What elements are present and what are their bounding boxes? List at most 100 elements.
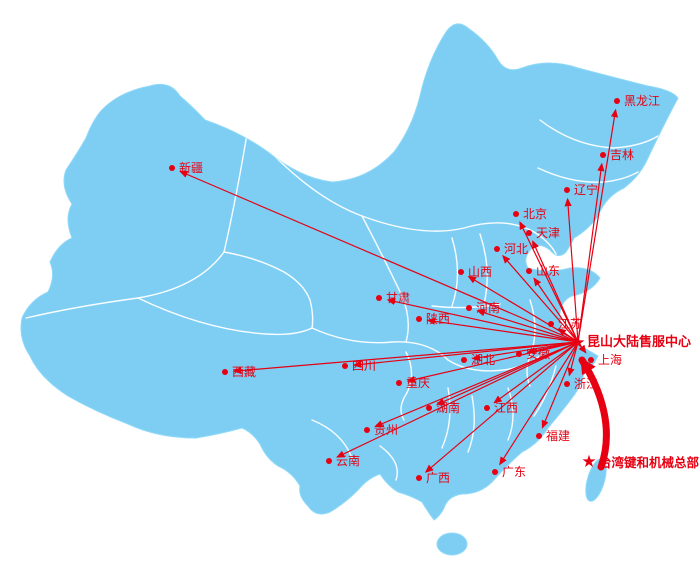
province-dot xyxy=(458,269,464,275)
province-label: 福建 xyxy=(546,428,570,443)
province-label: 吉林 xyxy=(610,148,634,162)
province-label: 广东 xyxy=(502,465,526,479)
hq-star-icon: ★ xyxy=(581,452,596,472)
province-label: 上海 xyxy=(598,352,622,367)
province-dot xyxy=(564,381,570,387)
service-route-arrow xyxy=(406,341,579,383)
location-markers xyxy=(169,98,620,481)
province-border-line xyxy=(251,131,557,255)
service-route-arrow xyxy=(232,341,579,375)
province-dot xyxy=(396,380,402,386)
service-route-arrow xyxy=(424,341,579,473)
province-dot xyxy=(416,475,422,481)
service-route-arrow xyxy=(532,240,579,343)
province-dot xyxy=(516,351,522,357)
province-label: 浙江 xyxy=(574,377,598,391)
service-route-arrow xyxy=(471,341,579,362)
province-label: 辽宁 xyxy=(574,182,598,197)
province-border-line xyxy=(431,303,501,309)
province-dot xyxy=(492,469,498,475)
province-dot xyxy=(416,316,422,322)
province-label: 天津 xyxy=(536,226,560,240)
service-route-arrow xyxy=(577,341,587,354)
province-borders xyxy=(25,119,659,481)
province-border-line xyxy=(25,127,249,319)
province-label: 江西 xyxy=(494,401,518,415)
province-border-line xyxy=(361,215,409,343)
province-dot xyxy=(564,187,570,193)
service-route-arrow xyxy=(541,341,579,429)
province-border-line xyxy=(507,387,514,441)
province-dot xyxy=(376,295,382,301)
province-border-line xyxy=(311,419,353,459)
province-label: 广西 xyxy=(426,471,450,485)
service-route-arrow xyxy=(426,317,579,343)
province-dot xyxy=(169,165,175,171)
province-border-line xyxy=(539,119,659,149)
province-dot xyxy=(326,458,332,464)
province-label: 湖北 xyxy=(471,352,495,367)
service-route-arrow xyxy=(336,341,579,458)
province-label: 北京 xyxy=(523,207,547,221)
province-label: 江苏 xyxy=(558,317,582,331)
province-label: 甘肃 xyxy=(386,291,410,305)
province-label: 山西 xyxy=(468,265,492,279)
province-dot xyxy=(364,427,370,433)
province-border-line xyxy=(137,297,313,336)
province-label: 重庆 xyxy=(406,376,430,390)
province-border-line xyxy=(447,351,545,372)
province-border-line xyxy=(379,445,398,481)
province-border-line xyxy=(479,233,488,305)
service-route-arrow xyxy=(567,341,579,377)
province-dot xyxy=(588,357,594,363)
province-dot xyxy=(466,305,472,311)
province-label: 山东 xyxy=(536,264,560,278)
province-border-line xyxy=(400,351,413,421)
province-border-line xyxy=(467,395,475,453)
province-label: 河北 xyxy=(504,242,528,256)
service-route-arrow xyxy=(352,341,579,368)
service-route-arrow xyxy=(179,170,579,343)
location-labels: 黑龙江吉林辽宁北京天津河北山东山西甘肃河南陕西新疆江苏上海安徽湖北四川西藏重庆浙… xyxy=(179,94,660,485)
province-label: 四川 xyxy=(352,359,376,373)
province-label: 陕西 xyxy=(426,311,450,326)
province-label: 安徽 xyxy=(526,346,550,361)
service-route-arrow xyxy=(577,162,605,343)
province-dot xyxy=(600,152,606,158)
service-route-arrow xyxy=(386,297,579,343)
province-dot xyxy=(461,357,467,363)
province-dot xyxy=(548,321,554,327)
service-route-arrow xyxy=(519,221,579,343)
service-route-arrow xyxy=(577,108,619,343)
service-route-arrow xyxy=(533,277,579,343)
province-dot xyxy=(222,369,228,375)
province-dot xyxy=(526,268,532,274)
province-border-line xyxy=(441,387,451,449)
province-border-line xyxy=(451,237,459,307)
province-label: 云南 xyxy=(336,453,360,468)
service-route-arrows xyxy=(179,108,619,473)
province-border-line xyxy=(533,365,557,417)
province-border-line xyxy=(526,299,536,387)
province-dot xyxy=(484,405,490,411)
province-label: 贵州 xyxy=(374,423,398,437)
province-border-line xyxy=(311,327,449,361)
province-label: 西藏 xyxy=(232,365,256,379)
province-label: 黑龙江 xyxy=(624,94,660,108)
province-border-line xyxy=(223,251,314,329)
province-dot xyxy=(536,433,542,439)
taiwan-to-kunshan-route-arrow xyxy=(578,356,610,471)
service-route-arrow xyxy=(476,309,579,343)
service-route-arrow xyxy=(557,328,579,343)
hainan-island-shape xyxy=(436,532,468,556)
service-route-arrow xyxy=(499,341,579,466)
province-label: 河南 xyxy=(476,300,500,315)
china-mainland-shape xyxy=(20,23,679,521)
hq-label: 台湾键和机械总部 xyxy=(599,455,700,470)
hub-label: 昆山大陆售服中心 xyxy=(587,334,691,349)
province-dot xyxy=(614,98,620,104)
hub-star-icon: ★ xyxy=(570,333,585,353)
province-dot xyxy=(342,363,348,369)
